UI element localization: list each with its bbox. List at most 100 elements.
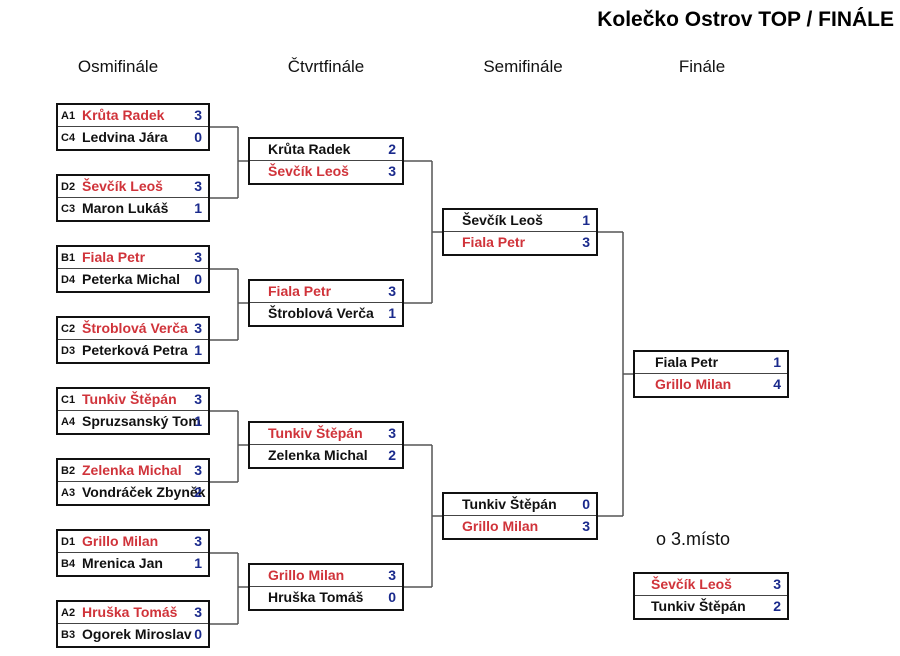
player-name: Hruška Tomáš [82, 604, 178, 620]
player-name: Maron Lukáš [82, 200, 169, 216]
player-seed: C2 [61, 323, 76, 335]
player-score: 0 [388, 589, 396, 605]
player-name: Ševčík Leoš [462, 212, 543, 228]
player-name: Grillo Milan [462, 518, 539, 534]
player-name: Ogorek Miroslav [82, 626, 192, 642]
player-row: D4 Peterka Michal 0 [58, 269, 208, 291]
player-name: Fiala Petr [268, 283, 332, 299]
player-score: 0 [582, 496, 590, 512]
player-row: Ševčík Leoš 3 [250, 161, 402, 183]
player-score: 2 [773, 598, 781, 614]
player-seed: D4 [61, 274, 76, 286]
player-seed: C4 [61, 132, 76, 144]
player-score: 3 [582, 518, 590, 534]
player-seed: D2 [61, 181, 76, 193]
player-row: C2 Štroblová Verča 3 [58, 318, 208, 340]
player-name: Grillo Milan [268, 567, 345, 583]
round-label-qf: Čtvrtfinále [287, 57, 365, 76]
player-name: Ševčík Leoš [651, 576, 732, 592]
player-name: Tunkiv Štěpán [651, 598, 746, 614]
player-row: Grillo Milan 3 [444, 516, 596, 538]
player-name: Ledvina Jára [82, 129, 168, 145]
player-name: Mrenica Jan [82, 555, 163, 571]
player-score: 3 [194, 462, 202, 478]
player-score: 4 [773, 376, 781, 392]
player-score: 3 [194, 320, 202, 336]
player-score: 0 [194, 271, 202, 287]
player-seed: B3 [61, 629, 76, 641]
player-score: 3 [194, 249, 202, 265]
player-score: 3 [194, 391, 202, 407]
bracket-title: Kolečko Ostrov TOP / FINÁLE [597, 8, 894, 31]
player-row: D2 Ševčík Leoš 3 [58, 176, 208, 198]
player-name: Fiala Petr [655, 354, 719, 370]
player-row: Ševčík Leoš 1 [444, 210, 596, 232]
player-name: Grillo Milan [82, 533, 159, 549]
player-seed: D3 [61, 345, 76, 357]
player-score: 3 [388, 425, 396, 441]
player-row: Tunkiv Štěpán 3 [250, 423, 402, 445]
player-name: Štroblová Verča [82, 320, 188, 336]
player-seed: A4 [61, 416, 76, 428]
player-seed: B1 [61, 252, 76, 264]
player-score: 3 [194, 178, 202, 194]
player-name: Peterka Michal [82, 271, 181, 287]
player-name: Tunkiv Štěpán [268, 425, 363, 441]
player-score: 1 [582, 212, 590, 228]
player-score: 3 [388, 163, 396, 179]
player-name: Ševčík Leoš [82, 178, 163, 194]
player-name: Krůta Radek [82, 107, 165, 123]
player-row: Tunkiv Štěpán 2 [635, 596, 787, 618]
player-seed: A1 [61, 110, 76, 122]
player-score: 2 [388, 141, 396, 157]
player-name: Spruzsanský Tom [82, 413, 201, 429]
player-score: 0 [194, 626, 202, 642]
player-score: 3 [582, 234, 590, 250]
player-name: Vondráček Zbyněk [82, 484, 206, 500]
round-label-r16: Osmifinále [77, 57, 159, 76]
third-place-label: o 3.místo [656, 529, 731, 549]
player-score: 0 [194, 129, 202, 145]
player-score: 2 [194, 484, 202, 500]
player-name: Ševčík Leoš [268, 163, 349, 179]
player-name: Hruška Tomáš [268, 589, 364, 605]
player-seed: C1 [61, 394, 76, 406]
round-label-final: Finále [678, 57, 726, 76]
player-seed: B4 [61, 558, 76, 570]
player-name: Peterková Petra [82, 342, 188, 358]
player-row: A1 Krůta Radek 3 [58, 105, 208, 127]
player-score: 3 [194, 107, 202, 123]
player-seed: D1 [61, 536, 76, 548]
